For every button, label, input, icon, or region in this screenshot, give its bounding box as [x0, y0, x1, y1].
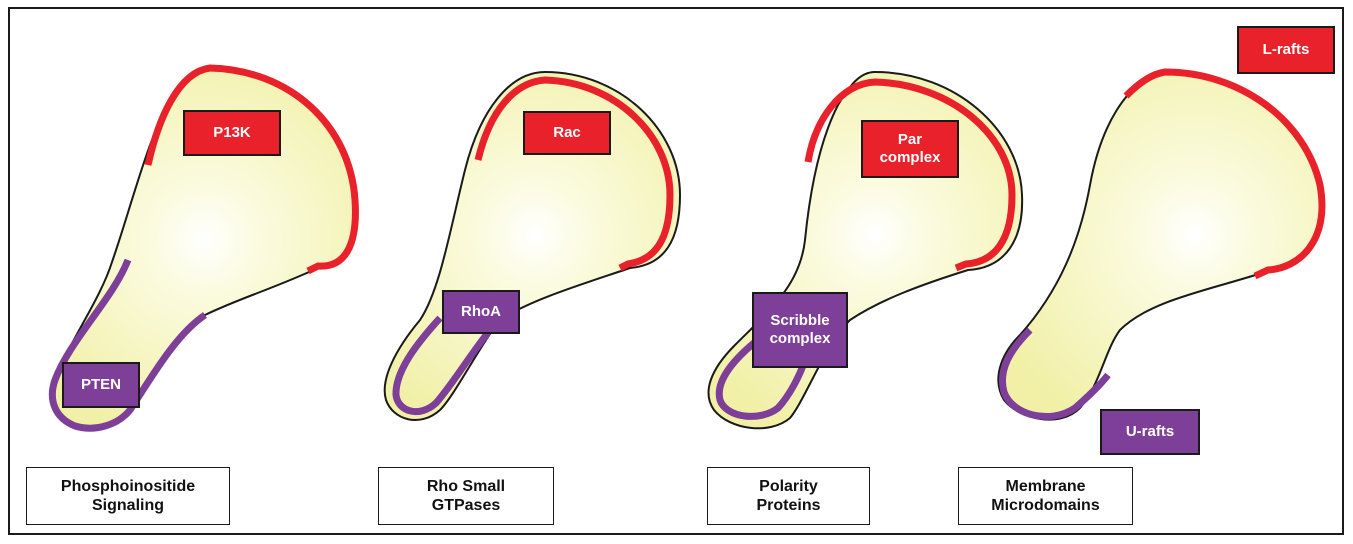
front-label-par-complex: Par complex	[861, 120, 959, 178]
rear-label-rhoa: RhoA	[442, 290, 520, 334]
cell-4-membrane	[998, 72, 1322, 420]
caption-membrane-microdomains: Membrane Microdomains	[958, 467, 1133, 525]
front-label-l-rafts: L-rafts	[1237, 26, 1335, 74]
rear-label-pten: PTEN	[62, 362, 140, 408]
caption-phosphoinositide-signaling: Phosphoinositide Signaling	[26, 467, 230, 525]
rear-label-scribble-complex: Scribble complex	[752, 292, 848, 368]
front-label-rac: Rac	[523, 111, 611, 155]
rear-label-u-rafts: U-rafts	[1100, 409, 1200, 455]
caption-polarity-proteins: Polarity Proteins	[707, 467, 870, 525]
front-label-pi3k: P13K	[183, 110, 281, 156]
caption-rho-small-gtpases: Rho Small GTPases	[378, 467, 554, 525]
cell-4	[998, 72, 1322, 420]
